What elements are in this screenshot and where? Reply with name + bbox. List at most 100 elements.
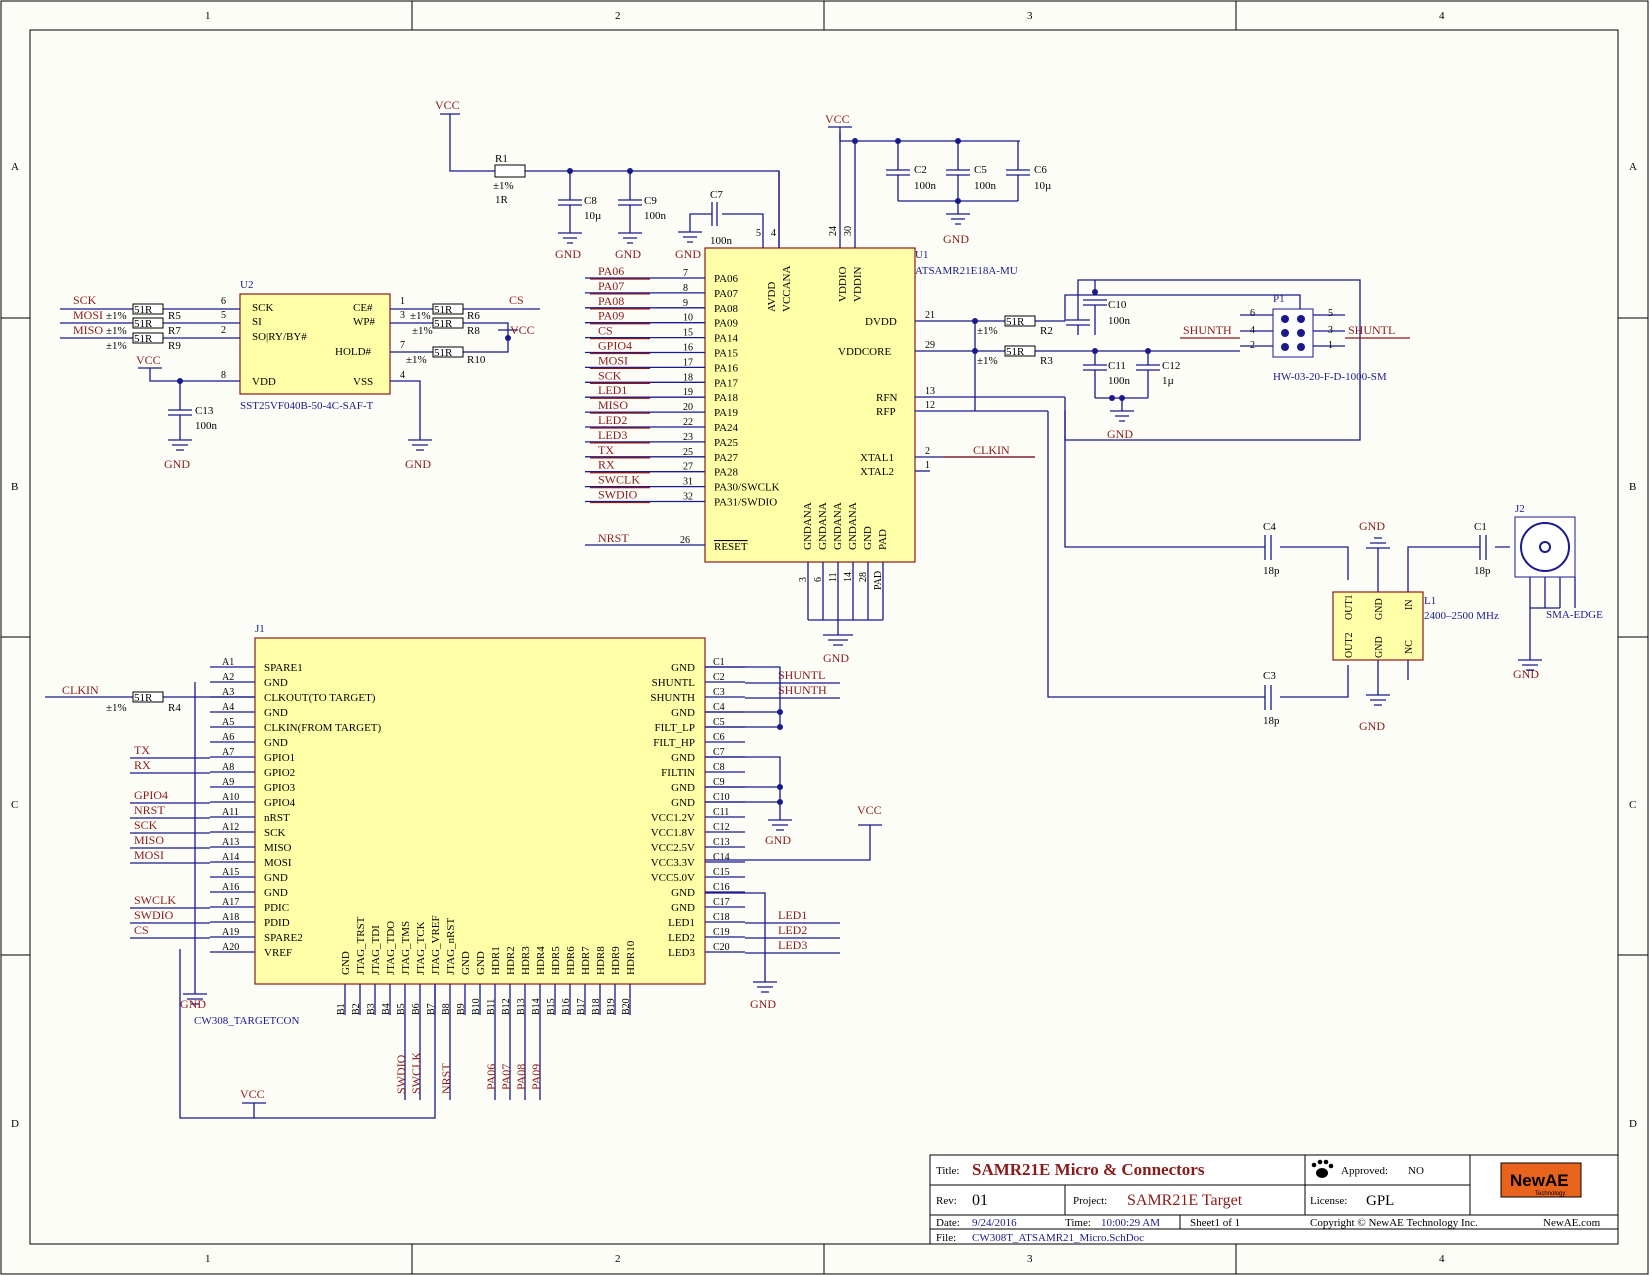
j1-pin-a14-label: MOSI <box>264 857 292 869</box>
u1-pin-num-24: 24 <box>828 226 839 236</box>
j1-pin-num-c1: C1 <box>713 657 725 668</box>
u1-pin-num-4: 4 <box>771 228 776 239</box>
j1-pin-num-c2: C2 <box>713 672 725 683</box>
j1-pin-num-c14: C14 <box>713 852 730 863</box>
grid-col-1-top: 1 <box>205 10 211 22</box>
net-miso-u2: MISO <box>73 323 103 337</box>
u1-pin-vddin: VDDIN <box>852 267 864 302</box>
c8-value: 10µ <box>584 210 601 222</box>
r3-value: 51R <box>1006 346 1025 358</box>
grid-row-b-right: B <box>1629 481 1636 493</box>
grid-col-1-bottom: 1 <box>205 1253 211 1265</box>
r5-tol: ±1% <box>106 310 127 322</box>
j1-pin-c5-label: FILT_LP <box>654 722 695 734</box>
c1-value: 18p <box>1474 565 1491 577</box>
u1-pin-num-32: 32 <box>683 492 693 503</box>
u1-net-swdio: SWDIO <box>598 488 638 502</box>
date-value: 9/24/2016 <box>972 1217 1017 1229</box>
j1-pin-num-a18: A18 <box>222 912 239 923</box>
j1-pin-num-c6: C6 <box>713 732 725 743</box>
j1-pin-a10-label: GPIO4 <box>264 797 296 809</box>
grid-row-a-right: A <box>1629 161 1637 173</box>
r1-resistor <box>494 164 526 178</box>
j1-pin-b15-label: HDR5 <box>550 946 562 975</box>
grid-row-d-right: D <box>1629 1118 1637 1130</box>
gnd-label-l1-bottom: GND <box>1359 719 1385 733</box>
j1-net-nrst: NRST <box>134 803 165 817</box>
u1-pin-num-2: 2 <box>925 446 930 457</box>
j1-pin-num-c12: C12 <box>713 822 730 833</box>
grid-row-c-left: C <box>11 799 18 811</box>
u1-pin-num-5: 5 <box>756 228 761 239</box>
c9-value: 100n <box>644 210 667 222</box>
r6-tol: ±1% <box>410 310 431 322</box>
gnd-label-c2: GND <box>943 232 969 246</box>
u1-pin-pa27: PA27 <box>714 452 739 464</box>
j1-pin-c19-label: LED2 <box>668 932 695 944</box>
u1-pin-num-30: 30 <box>843 226 854 236</box>
j1-pin-c20-label: LED3 <box>668 947 695 959</box>
r10-value: 51R <box>434 347 453 359</box>
net-pa07-bottom: PA07 <box>499 1064 513 1090</box>
file-value: CW308T_ATSAMR21_Micro.SchDoc <box>972 1232 1144 1244</box>
j1-net-shunth: SHUNTH <box>778 683 827 697</box>
j1-pin-b12-label: HDR2 <box>505 946 517 975</box>
svg-text:Technology: Technology <box>1535 1191 1565 1197</box>
j1-net-mosi: MOSI <box>134 848 164 862</box>
u1-pin-pa31-swdio: PA31/SWDIO <box>714 497 777 509</box>
net-clkin-j1: CLKIN <box>62 683 99 697</box>
j1-pin-num-a5: A5 <box>222 717 234 728</box>
rev-label: Rev: <box>936 1195 957 1207</box>
j1-pin-b13-label: HDR3 <box>520 946 532 975</box>
j1-pin-num-c18: C18 <box>713 912 730 923</box>
u1-pin-pa28: PA28 <box>714 467 739 479</box>
r8-ref: R8 <box>467 325 480 337</box>
u2-chip-body <box>239 293 391 395</box>
j1-pin-c13-label: VCC2.5V <box>651 842 695 854</box>
p1-pin-4: 4 <box>1250 325 1255 336</box>
u1-net-led2: LED2 <box>598 413 627 427</box>
j1-pin-b3-label: JTAG_TDI <box>370 925 382 975</box>
u2-pin-vdd: VDD <box>252 376 276 388</box>
j1-pin-num-c8: C8 <box>713 762 725 773</box>
j1-pin-num-c10: C10 <box>713 792 730 803</box>
u2-pin-ce: CE# <box>353 302 373 314</box>
r7-value: 51R <box>134 333 153 345</box>
date-label: Date: <box>936 1217 960 1229</box>
j1-pin-num-b14: B14 <box>531 998 542 1015</box>
j1-pin-num-a2: A2 <box>222 672 234 683</box>
j1-pin-a3-label: CLKOUT(TO TARGET) <box>264 692 376 704</box>
p1-pin-6: 6 <box>1250 308 1255 319</box>
u1-designator: U1 <box>915 249 928 261</box>
c6-ref: C6 <box>1034 164 1047 176</box>
j1-pin-c18-label: LED1 <box>668 917 695 929</box>
u1-pin-num-31: 31 <box>683 477 693 488</box>
gnd-label-c13: GND <box>164 457 190 471</box>
r4-tol: ±1% <box>106 702 127 714</box>
j1-pin-a13-label: MISO <box>264 842 292 854</box>
vcc-label-r1: VCC <box>435 98 460 112</box>
u2-pin-num-7: 7 <box>400 340 405 351</box>
vcc-label-j1-right: VCC <box>857 803 882 817</box>
j1-pin-num-b13: B13 <box>516 998 527 1015</box>
r1-value: 1R <box>495 194 509 206</box>
u1-net-pa08: PA08 <box>598 294 624 308</box>
u1-pin-xtal1: XTAL1 <box>860 452 894 464</box>
u1-pin-gndana-1: GNDANA <box>802 502 814 550</box>
net-pa09-bottom: PA09 <box>529 1064 543 1090</box>
j1-pin-num-b18: B18 <box>591 998 602 1015</box>
gnd-label-j1-bottom: GND <box>750 997 776 1011</box>
j1-net-cs: CS <box>134 923 149 937</box>
j1-pin-num-b9: B9 <box>456 1003 467 1015</box>
j1-pin-b19-label: HDR9 <box>610 946 622 975</box>
time-value: 10:00:29 AM <box>1101 1217 1160 1229</box>
net-nrst-bottom: NRST <box>439 1063 453 1094</box>
time-label: Time: <box>1065 1217 1091 1229</box>
u1-pin-xtal2: XTAL2 <box>860 466 894 478</box>
j1-net-led1: LED1 <box>778 908 807 922</box>
u2-pin-num-6: 6 <box>221 296 226 307</box>
j1-pin-num-b10: B10 <box>471 998 482 1015</box>
j1-pin-num-a19: A19 <box>222 927 239 938</box>
